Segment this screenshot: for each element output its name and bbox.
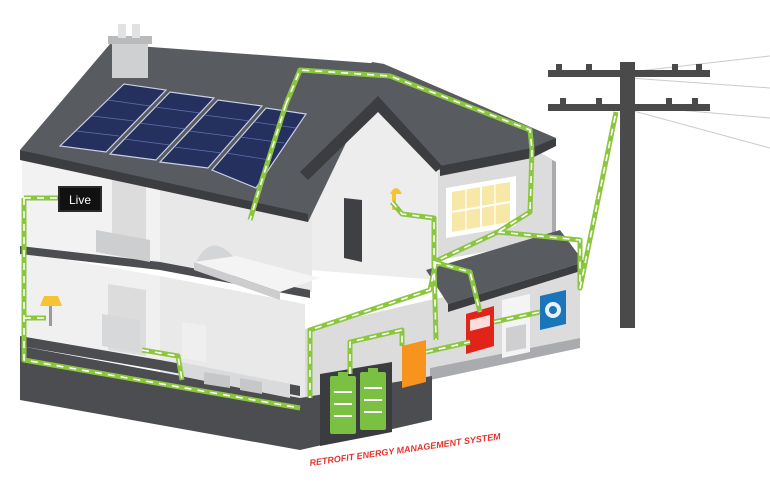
battery-storage	[320, 362, 392, 446]
solar-panel	[210, 107, 308, 189]
chimney	[112, 40, 148, 78]
fireplace	[102, 314, 140, 352]
upstairs-window	[446, 176, 516, 238]
interior: Live	[40, 186, 402, 398]
fridge	[182, 322, 206, 362]
rear-door	[344, 198, 362, 262]
utility-meter	[540, 290, 566, 330]
solar-panel-array	[58, 83, 308, 189]
smart-meter	[466, 306, 494, 354]
tv: Live	[58, 186, 102, 212]
kitchen-counter	[180, 362, 290, 398]
desk	[96, 230, 150, 262]
utility-pole	[548, 55, 770, 328]
tv-label: Live	[69, 193, 91, 207]
solar-panel	[58, 83, 168, 153]
bed	[194, 256, 320, 292]
floor-lamp	[40, 296, 62, 326]
inverter	[402, 340, 426, 388]
power-line	[629, 109, 770, 149]
power-line	[629, 77, 770, 89]
energy-cables	[21, 67, 619, 411]
equipment	[320, 290, 566, 446]
